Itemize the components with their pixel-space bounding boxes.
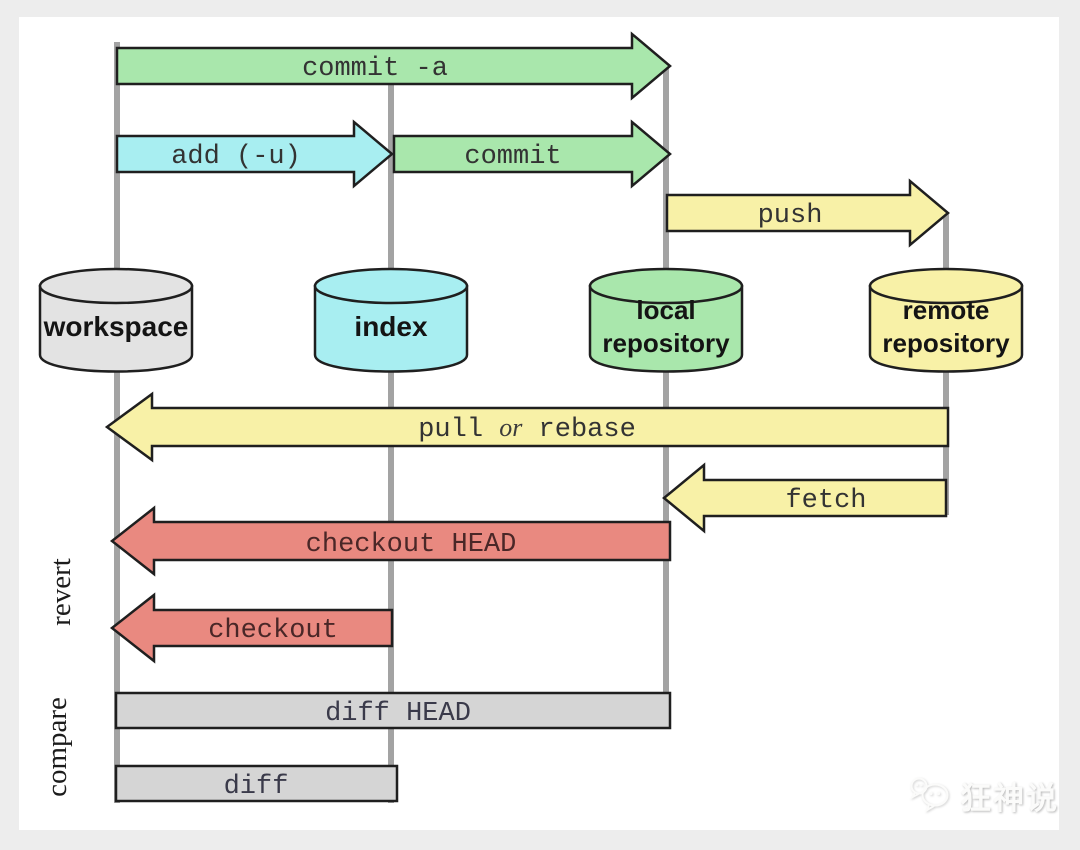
or-word: or (499, 413, 523, 442)
commit-label: commit (464, 142, 561, 172)
watermark: 狂神说 (908, 773, 1059, 817)
checkout-label: checkout (208, 616, 338, 646)
local-repository-label-line2: repository (602, 328, 730, 358)
push-arrow (665, 178, 950, 248)
diff-bar (114, 764, 399, 803)
compare-side-label: compare (41, 697, 73, 797)
diff-head-label: diff HEAD (325, 699, 471, 729)
commit-arrow (392, 119, 672, 189)
pull-or-rebase-arrow (104, 391, 950, 463)
rebase-word: rebase (522, 415, 635, 445)
pull-or-rebase-label: pull or rebase (418, 413, 636, 445)
local-repository-label-line1: local (636, 295, 695, 325)
diff-head-bar (114, 691, 672, 730)
remote-repository-label-line2: repository (882, 328, 1010, 358)
index-cylinder: index (313, 267, 469, 373)
local-repository-cylinder-top (588, 267, 744, 305)
workspace-cylinder-top (38, 267, 194, 305)
remote-repository-cylinder: remote repository (868, 267, 1024, 373)
commit-a-arrow (115, 31, 672, 101)
add-arrow (115, 119, 394, 189)
index-label: index (354, 311, 428, 342)
add-label: add (-u) (171, 142, 301, 172)
checkout-head-arrow (109, 505, 672, 577)
workspace-cylinder-body (38, 284, 194, 373)
revert-side-label: revert (45, 558, 77, 626)
fetch-arrow (662, 462, 948, 534)
index-cylinder-body (313, 284, 469, 373)
checkout-arrow (109, 592, 394, 664)
push-label: push (758, 201, 823, 231)
workspace-label: workspace (43, 311, 189, 342)
pull-word: pull (418, 415, 499, 445)
index-cylinder-top (313, 267, 469, 305)
diff-label: diff (224, 772, 289, 802)
checkout-head-label: checkout HEAD (306, 530, 517, 560)
local-repository-cylinder: local repository (588, 267, 744, 373)
remote-repository-cylinder-top (868, 267, 1024, 305)
remote-repository-label-line1: remote (903, 295, 990, 325)
wechat-bubbles-icon (910, 777, 949, 813)
workspace-cylinder: workspace (38, 267, 194, 373)
fetch-label: fetch (785, 486, 866, 516)
watermark-text: 狂神说 (960, 780, 1059, 816)
remote-repository-cylinder-body (868, 284, 1024, 373)
commit-a-label: commit -a (302, 54, 448, 84)
local-repository-cylinder-body (588, 284, 744, 373)
